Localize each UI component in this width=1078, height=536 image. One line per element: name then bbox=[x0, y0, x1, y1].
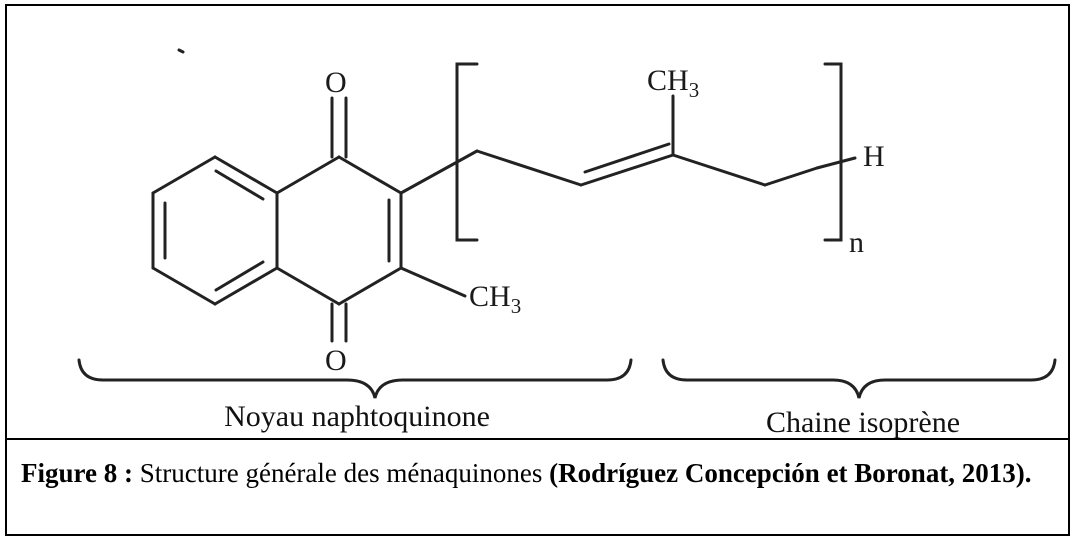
chain-label: Chaine isoprène bbox=[766, 406, 960, 438]
benzene-ring bbox=[151, 155, 279, 306]
quinone-ring bbox=[275, 155, 403, 306]
carbonyl-top bbox=[330, 96, 348, 159]
stray-mark bbox=[177, 48, 185, 54]
figure-caption: Figure 8 : Structure générale des ménaqu… bbox=[5, 440, 1070, 536]
chain-brace bbox=[661, 358, 1057, 399]
figure-number: Figure 8 : bbox=[21, 458, 133, 488]
menaquinone-structure: O O CH3 CH3 H n bbox=[77, 48, 1057, 438]
caption-description: Structure générale des ménaquinones bbox=[132, 458, 550, 488]
isoprene-unit bbox=[475, 94, 857, 187]
repeat-count-label: n bbox=[849, 226, 864, 259]
ring-to-chain-bond bbox=[399, 149, 479, 195]
oxygen-top-label: O bbox=[325, 66, 347, 99]
ring-methyl-label: CH3 bbox=[469, 280, 521, 318]
ring-methyl-bond bbox=[399, 266, 467, 298]
left-bracket bbox=[455, 62, 479, 242]
nucleus-label: Noyau naphtoquinone bbox=[224, 400, 490, 433]
oxygen-bottom-label: O bbox=[325, 344, 347, 377]
hydrogen-label: H bbox=[863, 140, 885, 173]
nucleus-brace bbox=[77, 358, 633, 399]
carbonyl-bottom bbox=[330, 302, 348, 343]
caption-citation: (Rodríguez Concepción et Boronat, 2013). bbox=[549, 458, 1032, 488]
figure-frame: O O CH3 CH3 H n bbox=[5, 4, 1070, 440]
chain-methyl-label: CH3 bbox=[647, 64, 699, 102]
right-bracket bbox=[823, 62, 843, 242]
